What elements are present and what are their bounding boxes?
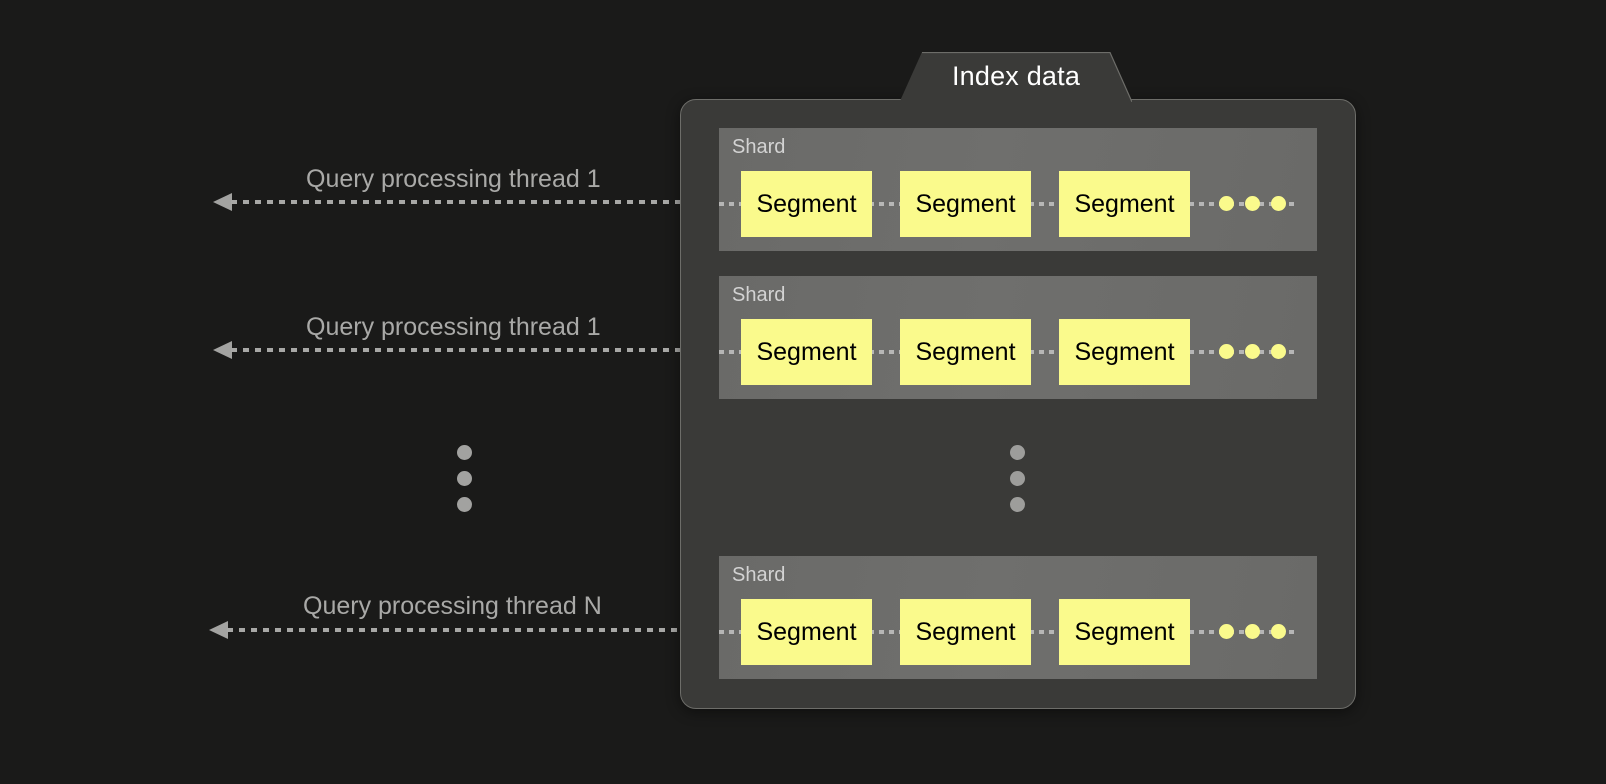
dotted-line: [231, 348, 743, 352]
vertical-ellipsis-threads: [457, 445, 473, 523]
ellipsis-dot: [1271, 344, 1286, 359]
shard-row-2: Shard Segment Segment Segment: [719, 276, 1317, 399]
segment-box: Segment: [900, 599, 1031, 665]
segment-box: Segment: [1059, 599, 1190, 665]
segments-row: Segment Segment Segment: [719, 319, 1317, 385]
segment-box: Segment: [1059, 319, 1190, 385]
ellipsis-dot: [1010, 445, 1025, 460]
segment-box: Segment: [741, 319, 872, 385]
ellipsis-dot: [1271, 624, 1286, 639]
ellipsis-dot: [1219, 196, 1234, 211]
segment-box: Segment: [741, 171, 872, 237]
ellipsis-dot: [457, 445, 472, 460]
ellipsis-dot: [1010, 471, 1025, 486]
ellipsis-dot: [457, 497, 472, 512]
arrowhead-left-icon: [213, 193, 232, 211]
segment-box: Segment: [900, 171, 1031, 237]
thread-label-2: Query processing thread 1: [306, 313, 601, 341]
ellipsis-dot: [1010, 497, 1025, 512]
thread-arrow-1: [213, 190, 743, 214]
segment-box: Segment: [1059, 171, 1190, 237]
ellipsis-dot: [1271, 196, 1286, 211]
shard-row-3: Shard Segment Segment Segment: [719, 556, 1317, 679]
vertical-ellipsis-shards: [1010, 445, 1026, 523]
shard-label: Shard: [732, 284, 786, 306]
shard-row-1: Shard Segment Segment Segment: [719, 128, 1317, 251]
thread-arrow-3: [209, 618, 743, 642]
more-segments-ellipsis: [1219, 624, 1299, 640]
thread-arrow-2: [213, 338, 743, 362]
thread-label-3: Query processing thread N: [303, 592, 602, 620]
ellipsis-dot: [1245, 344, 1260, 359]
more-segments-ellipsis: [1219, 196, 1299, 212]
dotted-line: [227, 628, 743, 632]
dotted-line: [231, 200, 743, 204]
thread-label-1: Query processing thread 1: [306, 165, 601, 193]
segment-box: Segment: [741, 599, 872, 665]
arrowhead-left-icon: [209, 621, 228, 639]
shard-label: Shard: [732, 136, 786, 158]
index-data-title: Index data: [951, 61, 1081, 91]
segment-box: Segment: [900, 319, 1031, 385]
arrowhead-left-icon: [213, 341, 232, 359]
ellipsis-dot: [1219, 624, 1234, 639]
shard-label: Shard: [732, 564, 786, 586]
ellipsis-dot: [457, 471, 472, 486]
segments-row: Segment Segment Segment: [719, 171, 1317, 237]
ellipsis-dot: [1245, 196, 1260, 211]
ellipsis-dot: [1245, 624, 1260, 639]
segments-row: Segment Segment Segment: [719, 599, 1317, 665]
ellipsis-dot: [1219, 344, 1234, 359]
more-segments-ellipsis: [1219, 344, 1299, 360]
